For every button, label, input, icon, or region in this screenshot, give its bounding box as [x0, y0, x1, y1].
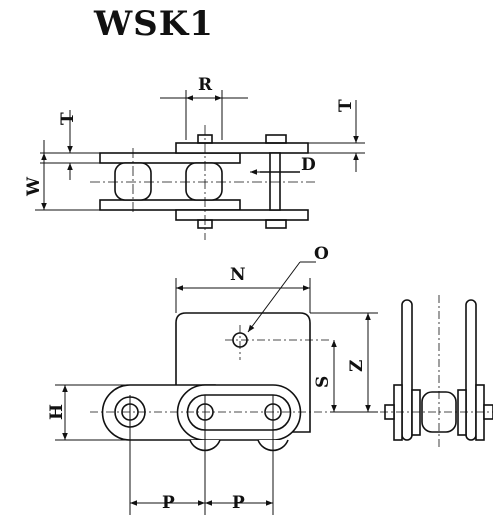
lower-outer-plate	[175, 209, 309, 221]
top-view	[35, 90, 365, 240]
side-view	[380, 295, 493, 450]
pin-head-bottom	[265, 219, 287, 229]
right-inner-plate-side	[457, 389, 467, 436]
upper-outer-plate	[175, 142, 309, 154]
label-s: S	[313, 376, 333, 388]
label-p1: P	[162, 493, 175, 513]
label-d: D	[301, 155, 316, 175]
right-attachment-plate	[465, 299, 477, 441]
attachment-pin	[269, 152, 281, 211]
label-t-right: T	[336, 99, 356, 112]
right-outer-plate-side	[475, 384, 485, 441]
label-n: N	[230, 265, 246, 285]
outer-link-plate	[176, 384, 302, 441]
lower-inner-plate	[99, 199, 241, 211]
label-z: Z	[347, 360, 367, 372]
label-p2: P	[232, 493, 245, 513]
drawing-title: WSK1	[94, 4, 214, 44]
left-inner-plate-side	[411, 389, 421, 436]
upper-inner-plate	[99, 152, 241, 164]
front-view	[55, 261, 378, 515]
label-r: R	[198, 75, 213, 95]
right-roller	[185, 162, 223, 201]
label-h: H	[47, 404, 67, 420]
label-t-left: T	[58, 112, 78, 125]
left-attachment-plate	[401, 299, 413, 441]
label-w: W	[24, 176, 44, 197]
left-outer-plate-side	[393, 384, 403, 441]
pin-head-top	[265, 134, 287, 144]
label-o: O	[314, 244, 329, 264]
